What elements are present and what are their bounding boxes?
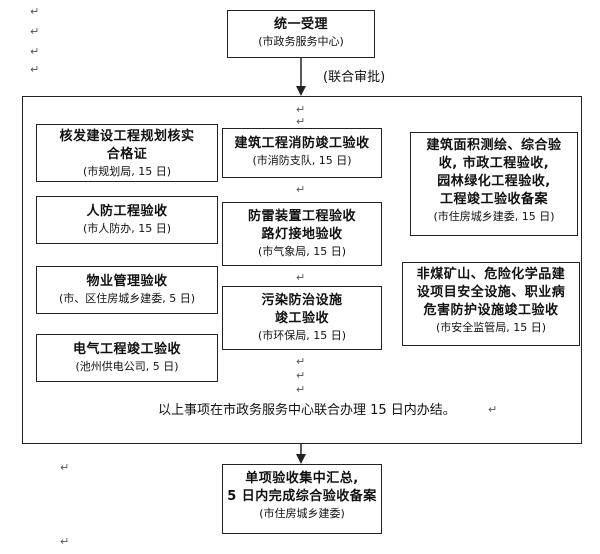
planning-certificate-dept: (市规划局, 15 日) — [82, 165, 172, 178]
paragraph-mark: ↵ — [296, 355, 306, 368]
paragraph-mark: ↵ — [30, 45, 40, 58]
civil-defense-box: 人防工程验收 (市人防办, 15 日) — [36, 196, 218, 244]
unified-acceptance-title: 统一受理 — [273, 17, 328, 32]
planning-certificate-title-line1: 核发建设工程规划核实 — [59, 129, 195, 144]
lightning-protection-title-line2: 路灯接地验收 — [261, 227, 343, 242]
electrical-acceptance-box: 电气工程竣工验收 (池州供电公司, 5 日) — [36, 334, 218, 382]
safety-facilities-title-line1: 非煤矿山、危险化学品建 — [416, 267, 566, 282]
arrowhead-top — [296, 86, 306, 96]
planning-certificate-title-line2: 合格证 — [106, 147, 148, 162]
final-summary-dept: (市住房城乡建委) — [259, 507, 345, 520]
survey-completion-title-line2: 收, 市政工程验收, — [438, 156, 550, 171]
paragraph-mark: ↵ — [60, 461, 70, 474]
final-summary-title-line2: 5 日内完成综合验收备案 — [227, 489, 377, 504]
pollution-control-title-line1: 污染防治设施 — [261, 293, 343, 308]
survey-completion-title-line3: 园林绿化工程验收, — [437, 174, 551, 189]
survey-completion-dept: (市住房城乡建委, 15 日) — [433, 210, 555, 223]
paragraph-mark: ↵ — [488, 403, 498, 416]
arrowhead-bottom — [296, 454, 306, 464]
survey-completion-box: 建筑面积测绘、综合验 收, 市政工程验收, 园林绿化工程验收, 工程竣工验收备案… — [410, 132, 578, 236]
property-management-box: 物业管理验收 (市、区住房城乡建委, 5 日) — [36, 266, 218, 314]
paragraph-mark: ↵ — [296, 183, 306, 196]
joint-handling-frame — [22, 96, 582, 444]
paragraph-mark: ↵ — [296, 383, 306, 396]
electrical-acceptance-title: 电气工程竣工验收 — [72, 342, 181, 357]
planning-certificate-box: 核发建设工程规划核实 合格证 (市规划局, 15 日) — [36, 124, 218, 182]
fire-acceptance-box: 建筑工程消防竣工验收 (市消防支队, 15 日) — [222, 128, 382, 178]
paragraph-mark: ↵ — [296, 103, 306, 116]
paragraph-mark: ↵ — [60, 535, 70, 548]
pollution-control-title-line2: 竣工验收 — [274, 311, 329, 326]
safety-facilities-title-line2: 设项目安全设施、职业病 — [416, 285, 566, 300]
lightning-protection-title-line1: 防雷装置工程验收 — [247, 209, 356, 224]
paragraph-mark: ↵ — [30, 25, 40, 38]
electrical-acceptance-dept: (池州供电公司, 5 日) — [75, 360, 179, 373]
fire-acceptance-title: 建筑工程消防竣工验收 — [234, 136, 370, 151]
lightning-protection-dept: (市气象局, 15 日) — [257, 245, 347, 258]
civil-defense-title: 人防工程验收 — [86, 204, 168, 219]
paragraph-mark: ↵ — [296, 271, 306, 284]
safety-facilities-box: 非煤矿山、危险化学品建 设项目安全设施、职业病 危害防护设施竣工验收 (市安全监… — [402, 262, 580, 346]
safety-facilities-title-line3: 危害防护设施竣工验收 — [423, 303, 559, 318]
unified-acceptance-box: 统一受理 (市政务服务中心) — [227, 10, 375, 58]
paragraph-mark: ↵ — [296, 115, 306, 128]
paragraph-mark: ↵ — [30, 5, 40, 18]
pollution-control-dept: (市环保局, 15 日) — [257, 329, 347, 342]
paragraph-mark: ↵ — [296, 369, 306, 382]
survey-completion-title-line4: 工程竣工验收备案 — [439, 192, 548, 207]
pollution-control-box: 污染防治设施 竣工验收 (市环保局, 15 日) — [222, 286, 382, 350]
property-management-dept: (市、区住房城乡建委, 5 日) — [58, 292, 196, 305]
final-summary-title-line1: 单项验收集中汇总, — [245, 471, 359, 486]
safety-facilities-dept: (市安全监管局, 15 日) — [435, 321, 547, 334]
civil-defense-dept: (市人防办, 15 日) — [82, 222, 172, 235]
survey-completion-title-line1: 建筑面积测绘、综合验 — [426, 138, 562, 153]
paragraph-mark: ↵ — [30, 63, 40, 76]
final-summary-box: 单项验收集中汇总, 5 日内完成综合验收备案 (市住房城乡建委) — [222, 464, 382, 534]
joint-handling-note: 以上事项在市政务服务中心联合办理 15 日内办结。 — [158, 403, 456, 418]
unified-acceptance-dept: (市政务服务中心) — [258, 35, 344, 48]
property-management-title: 物业管理验收 — [86, 274, 168, 289]
lightning-protection-box: 防雷装置工程验收 路灯接地验收 (市气象局, 15 日) — [222, 202, 382, 266]
fire-acceptance-dept: (市消防支队, 15 日) — [252, 154, 352, 167]
joint-approval-label: (联合审批) — [323, 70, 386, 85]
